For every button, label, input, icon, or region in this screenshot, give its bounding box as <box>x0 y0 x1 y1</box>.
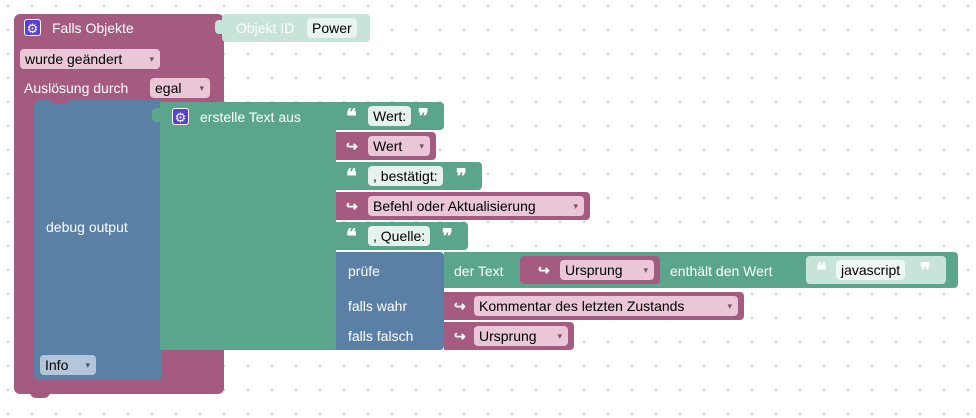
debug-output-block[interactable] <box>34 100 162 380</box>
gear-icon[interactable]: ⚙ <box>24 19 41 36</box>
object-id-field[interactable]: Power <box>307 18 357 38</box>
text-join-puzzle-tab <box>152 108 162 122</box>
ack-value: egal <box>155 80 182 96</box>
chevron-down-icon: ▾ <box>199 83 204 93</box>
ternary-false-label: falls falsch <box>348 328 414 344</box>
chevron-down-icon: ▾ <box>149 54 154 64</box>
quote-open-icon: ❝ <box>346 104 357 128</box>
text-join-block[interactable] <box>160 102 336 350</box>
trigger-title: Falls Objekte <box>52 20 134 36</box>
variable-value: Wert <box>373 138 403 154</box>
text-join-label: erstelle Text aus <box>200 109 301 125</box>
variable-value: Ursprung <box>565 262 623 278</box>
chevron-down-icon: ▾ <box>573 201 578 211</box>
ternary-true-label: falls wahr <box>348 298 408 314</box>
object-id-puzzle-tab <box>215 20 225 34</box>
arrow-icon: ↪ <box>346 198 358 214</box>
chevron-down-icon: ▾ <box>85 360 90 370</box>
variable-value: Ursprung <box>479 328 537 344</box>
contains-text-label: der Text <box>454 263 504 279</box>
variable-dropdown-ursprung[interactable]: Ursprung ▾ <box>560 260 654 280</box>
text-field-javascript[interactable]: javascript <box>836 260 906 280</box>
ack-label: Auslösung durch <box>24 80 129 96</box>
text-field-bestaetigt[interactable]: , bestätigt: <box>368 166 443 186</box>
chevron-down-icon: ▾ <box>419 141 424 151</box>
arrow-icon: ↪ <box>454 298 466 314</box>
chevron-down-icon: ▾ <box>643 265 648 275</box>
arrow-icon: ↪ <box>538 262 550 278</box>
quote-open-icon: ❝ <box>816 258 827 282</box>
arrow-icon: ↪ <box>454 328 466 344</box>
quote-open-icon: ❝ <box>346 164 357 188</box>
debug-top-notch <box>50 96 70 104</box>
quote-close-icon: ❞ <box>456 164 467 188</box>
variable-dropdown-ursprung-false[interactable]: Ursprung ▾ <box>474 326 568 346</box>
gear-icon[interactable]: ⚙ <box>172 108 189 125</box>
log-level-dropdown[interactable]: Info ▾ <box>40 355 96 375</box>
variable-dropdown-ack[interactable]: Befehl oder Aktualisierung ▾ <box>368 196 584 216</box>
ternary-block[interactable] <box>336 252 444 350</box>
quote-close-icon: ❞ <box>418 104 429 128</box>
chevron-down-icon: ▾ <box>557 331 562 341</box>
ack-dropdown[interactable]: egal ▾ <box>150 78 210 98</box>
event-type-value: wurde geändert <box>25 51 123 67</box>
object-id-label: Objekt ID <box>236 20 295 36</box>
variable-dropdown-kommentar[interactable]: Kommentar des letzten Zustands ▾ <box>474 296 738 316</box>
quote-close-icon: ❞ <box>442 224 453 248</box>
chevron-down-icon: ▾ <box>727 301 732 311</box>
ternary-check-label: prüfe <box>348 263 380 279</box>
arrow-icon: ↪ <box>346 138 358 154</box>
quote-close-icon: ❞ <box>920 258 931 282</box>
trigger-block-bottom-notch <box>30 390 50 398</box>
variable-dropdown-wert[interactable]: Wert ▾ <box>368 136 430 156</box>
text-field-wert[interactable]: Wert: <box>368 106 412 126</box>
log-level-value: Info <box>45 357 69 373</box>
variable-value: Befehl oder Aktualisierung <box>373 198 536 214</box>
contains-value-label: enthält den Wert <box>670 263 773 279</box>
event-type-dropdown[interactable]: wurde geändert ▾ <box>20 49 160 69</box>
debug-output-label: debug output <box>46 219 128 235</box>
text-field-quelle[interactable]: , Quelle: <box>368 226 431 246</box>
quote-open-icon: ❝ <box>346 224 357 248</box>
variable-value: Kommentar des letzten Zustands <box>479 298 685 314</box>
